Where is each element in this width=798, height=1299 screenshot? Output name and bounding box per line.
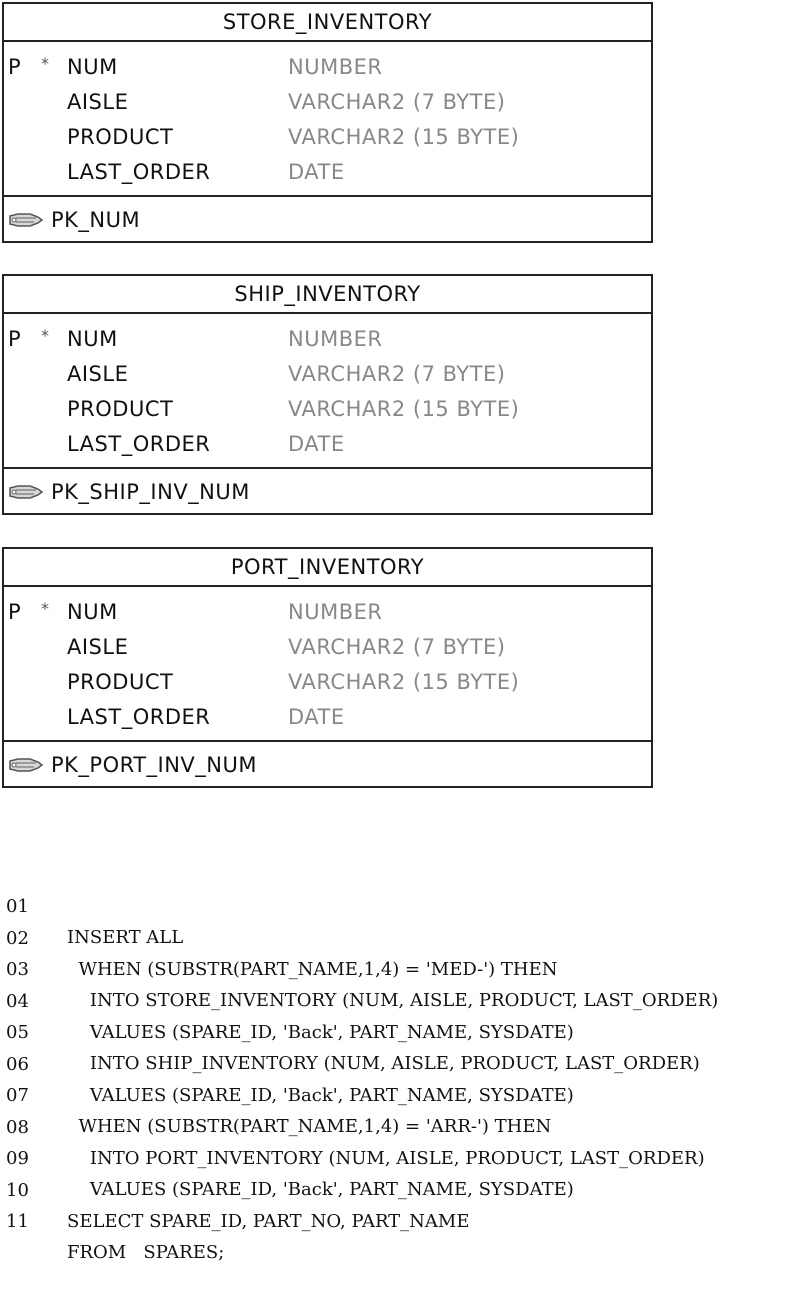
column-list: P * NUM NUMBER AISLE VARCHAR2 (7 BYTE) P… (4, 314, 651, 469)
column-type: NUMBER (288, 600, 383, 624)
line-text: FROM SPARES; (67, 1242, 225, 1263)
line-text: WHEN (SUBSTR(PART_NAME,1,4) = 'MED-') TH… (67, 958, 558, 980)
column-type: NUMBER (288, 55, 383, 79)
column-type: VARCHAR2 (7 BYTE) (288, 635, 506, 659)
column-type: VARCHAR2 (15 BYTE) (288, 397, 520, 421)
column-type: DATE (288, 432, 345, 456)
column-row: AISLE VARCHAR2 (7 BYTE) (4, 630, 651, 664)
line-number: 05 (6, 1022, 29, 1043)
mandatory-marker: * (41, 54, 49, 73)
table-port-inventory: PORT_INVENTORY P * NUM NUMBER AISLE VARC… (2, 547, 653, 788)
primary-key-flag: P (8, 327, 21, 351)
column-type: DATE (288, 160, 345, 184)
line-number: 10 (6, 1179, 29, 1201)
column-name: PRODUCT (67, 397, 174, 421)
column-row: AISLE VARCHAR2 (7 BYTE) (4, 85, 651, 119)
table-title: PORT_INVENTORY (4, 549, 651, 587)
column-row: P * NUM NUMBER (4, 322, 651, 356)
key-icon (9, 758, 44, 772)
line-text: INTO STORE_INVENTORY (NUM, AISLE, PRODUC… (67, 990, 719, 1011)
column-row: PRODUCT VARCHAR2 (15 BYTE) (4, 665, 651, 699)
column-type: VARCHAR2 (7 BYTE) (288, 362, 506, 386)
key-icon (9, 485, 44, 499)
code-line: 09 VALUES (SPARE_ID, 'Back', PART_NAME, … (0, 1112, 574, 1200)
column-type: VARCHAR2 (15 BYTE) (288, 670, 520, 694)
code-line: 08 INTO PORT_INVENTORY (NUM, AISLE, PROD… (0, 1081, 705, 1169)
code-line: 03 INTO STORE_INVENTORY (NUM, AISLE, PRO… (0, 923, 718, 1011)
column-list: P * NUM NUMBER AISLE VARCHAR2 (7 BYTE) P… (4, 42, 651, 197)
column-row: PRODUCT VARCHAR2 (15 BYTE) (4, 120, 651, 154)
line-number: 09 (6, 1148, 29, 1169)
code-line: 05 INTO SHIP_INVENTORY (NUM, AISLE, PROD… (0, 986, 700, 1074)
primary-key-flag: P (8, 55, 21, 79)
key-section: PK_NUM (4, 197, 651, 243)
column-name: PRODUCT (67, 125, 174, 149)
column-name: LAST_ORDER (67, 705, 211, 729)
line-number: 04 (6, 990, 29, 1012)
table-title: SHIP_INVENTORY (4, 276, 651, 314)
column-name: AISLE (67, 362, 129, 386)
line-number: 03 (6, 959, 29, 980)
line-number: 11 (6, 1211, 29, 1232)
line-number: 07 (6, 1085, 29, 1106)
key-section: PK_SHIP_INV_NUM (4, 469, 651, 515)
column-row: PRODUCT VARCHAR2 (15 BYTE) (4, 392, 651, 426)
primary-key-name: PK_SHIP_INV_NUM (51, 480, 250, 504)
column-name: AISLE (67, 635, 129, 659)
code-line: 01 INSERT ALL (0, 860, 183, 948)
code-line: 04 VALUES (SPARE_ID, 'Back', PART_NAME, … (0, 955, 574, 1043)
code-line: 10 SELECT SPARE_ID, PART_NO, PART_NAME (0, 1144, 470, 1232)
column-type: VARCHAR2 (15 BYTE) (288, 125, 520, 149)
table-ship-inventory: SHIP_INVENTORY P * NUM NUMBER AISLE VARC… (2, 274, 653, 515)
line-text: SELECT SPARE_ID, PART_NO, PART_NAME (67, 1210, 470, 1232)
table-title: STORE_INVENTORY (4, 4, 651, 42)
column-row: P * NUM NUMBER (4, 595, 651, 629)
line-number: 01 (6, 896, 29, 917)
line-text: WHEN (SUBSTR(PART_NAME,1,4) = 'ARR-') TH… (67, 1116, 552, 1137)
column-name: LAST_ORDER (67, 160, 211, 184)
line-number: 02 (6, 927, 29, 949)
code-line: 11 FROM SPARES; (0, 1175, 224, 1263)
code-line: 06 VALUES (SPARE_ID, 'Back', PART_NAME, … (0, 1018, 574, 1106)
code-line: 07 WHEN (SUBSTR(PART_NAME,1,4) = 'ARR-')… (0, 1049, 551, 1137)
column-type: DATE (288, 705, 345, 729)
primary-key-name: PK_NUM (51, 208, 141, 232)
column-name: NUM (67, 600, 118, 624)
column-row: AISLE VARCHAR2 (7 BYTE) (4, 357, 651, 391)
mandatory-marker: * (41, 599, 49, 618)
key-section: PK_PORT_INV_NUM (4, 742, 651, 788)
line-text: INTO PORT_INVENTORY (NUM, AISLE, PRODUCT… (67, 1147, 705, 1169)
line-number: 06 (6, 1053, 29, 1075)
column-list: P * NUM NUMBER AISLE VARCHAR2 (7 BYTE) P… (4, 587, 651, 742)
column-name: NUM (67, 55, 118, 79)
key-icon (9, 213, 44, 227)
line-text: VALUES (SPARE_ID, 'Back', PART_NAME, SYS… (67, 1084, 574, 1106)
column-name: LAST_ORDER (67, 432, 211, 456)
column-type: VARCHAR2 (7 BYTE) (288, 90, 506, 114)
column-row: LAST_ORDER DATE (4, 155, 651, 189)
column-row: P * NUM NUMBER (4, 50, 651, 84)
line-text: INTO SHIP_INVENTORY (NUM, AISLE, PRODUCT… (67, 1053, 700, 1074)
table-store-inventory: STORE_INVENTORY P * NUM NUMBER AISLE VAR… (2, 2, 653, 243)
column-name: PRODUCT (67, 670, 174, 694)
column-row: LAST_ORDER DATE (4, 427, 651, 461)
line-text: VALUES (SPARE_ID, 'Back', PART_NAME, SYS… (67, 1021, 574, 1043)
line-number: 08 (6, 1116, 29, 1138)
column-name: NUM (67, 327, 118, 351)
column-type: NUMBER (288, 327, 383, 351)
line-text: VALUES (SPARE_ID, 'Back', PART_NAME, SYS… (67, 1179, 574, 1200)
code-line: 02 WHEN (SUBSTR(PART_NAME,1,4) = 'MED-')… (0, 892, 557, 980)
column-row: LAST_ORDER DATE (4, 700, 651, 734)
mandatory-marker: * (41, 326, 49, 345)
column-name: AISLE (67, 90, 129, 114)
primary-key-name: PK_PORT_INV_NUM (51, 753, 257, 777)
primary-key-flag: P (8, 600, 21, 624)
line-text: INSERT ALL (67, 927, 184, 948)
